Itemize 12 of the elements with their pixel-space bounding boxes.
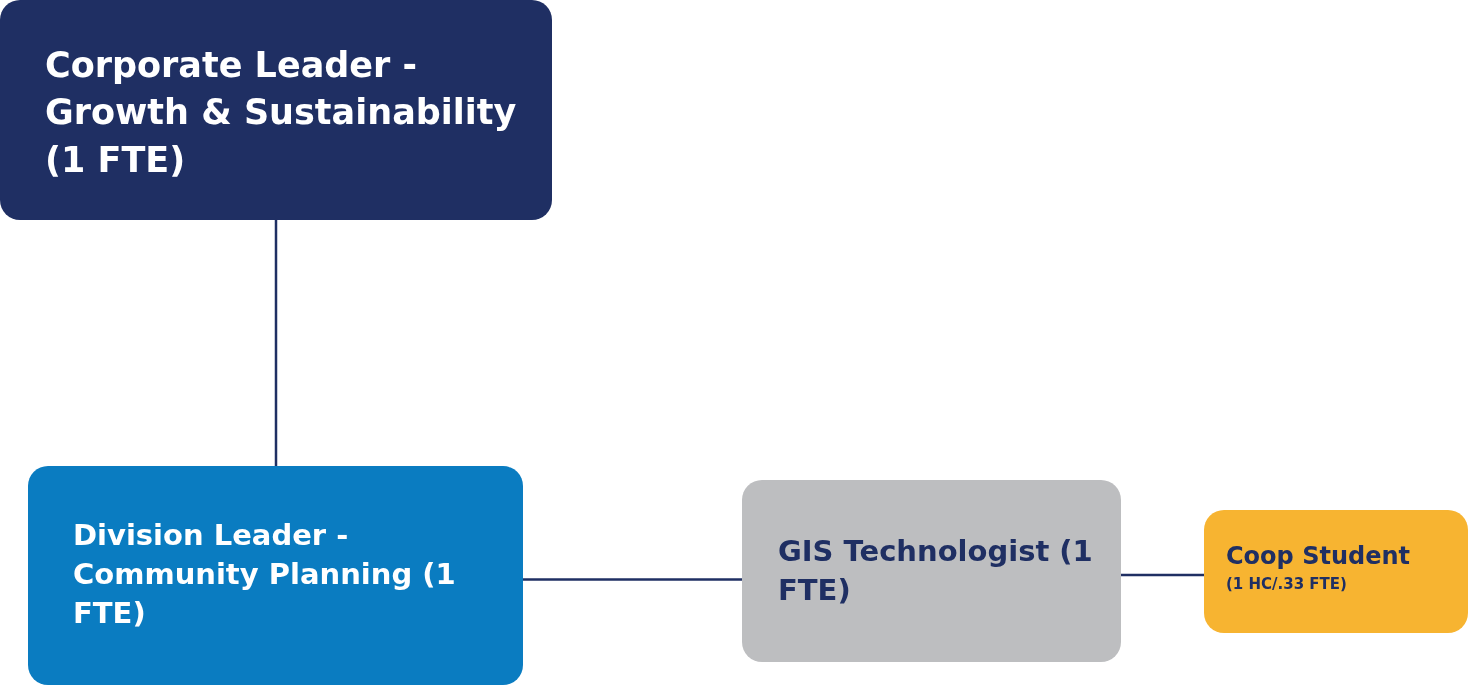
role-title: Coop Student bbox=[1226, 541, 1411, 572]
role-title: Division Leader - Community Planning (1 FTE) bbox=[73, 517, 457, 633]
role-box bbox=[742, 480, 1121, 662]
role-box bbox=[0, 0, 552, 220]
role-allocation: (1 HC/.33 FTE) bbox=[1226, 574, 1348, 595]
connector-line bbox=[523, 578, 742, 581]
role-box bbox=[1204, 510, 1468, 633]
role-title: GIS Technologist (1 FTE) bbox=[778, 533, 1094, 610]
connector-line bbox=[274, 220, 278, 466]
role-title: Corporate Leader - Growth & Sustainability (1 FTE) bbox=[45, 44, 518, 182]
connector-line bbox=[1121, 573, 1204, 577]
role-box bbox=[28, 466, 523, 685]
